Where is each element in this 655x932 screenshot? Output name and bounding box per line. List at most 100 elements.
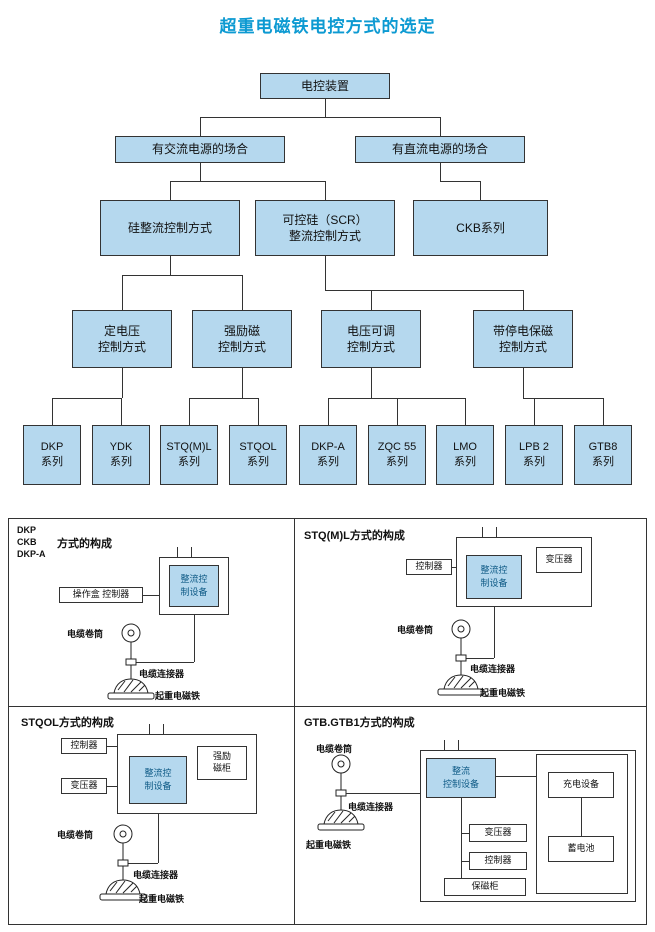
series-box-dkpa: DKP-A 系列: [299, 425, 357, 485]
connector-line: [328, 398, 465, 399]
panel-stqol-composition: STQOL方式的构成 整流控 制设备 强励 磁柜 控制器 变压器 电缆卷筒: [9, 706, 294, 926]
connector-line: [200, 117, 441, 118]
connector-line: [397, 398, 398, 425]
connector-line: [461, 658, 494, 659]
connector-line: [189, 398, 258, 399]
power-feed-line: [191, 547, 192, 557]
connector-line: [371, 290, 372, 310]
transformer-box: 变压器: [536, 547, 582, 573]
section-divider-vertical: [294, 519, 295, 924]
electromagnet-assembly-figure: [437, 619, 485, 696]
connector-line: [122, 368, 123, 398]
series-box-zqc55: ZQC 55 系列: [368, 425, 426, 485]
connector-line: [258, 398, 259, 425]
power-feed-line: [458, 740, 459, 750]
section-divider-horizontal: [9, 706, 646, 707]
magnet-label: 起重电磁铁: [480, 688, 526, 698]
charger-box: 充电设备: [548, 772, 614, 798]
rectifier-control-box: 整流控 制设备: [129, 756, 187, 804]
power-feed-line: [163, 724, 164, 734]
magnet-label: 起重电磁铁: [306, 840, 352, 850]
connector-line: [123, 863, 158, 864]
connector-line: [122, 275, 242, 276]
series-box-stqml: STQ(M)L 系列: [160, 425, 218, 485]
page-title: 超重电磁铁电控方式的选定: [219, 17, 436, 36]
connector-line: [325, 290, 523, 291]
power-feed-line: [496, 527, 497, 537]
connector-line: [200, 117, 201, 136]
connector-line: [200, 163, 201, 181]
rectifier-control-box: 整流控 制设备: [169, 565, 219, 607]
magnet-label: 起重电磁铁: [139, 894, 185, 904]
connector-line: [107, 786, 117, 787]
connector-line: [534, 398, 535, 425]
operator-controller-box: 操作盒 控制器: [59, 587, 143, 603]
series-box-stqol: STQOL 系列: [229, 425, 287, 485]
connector-line: [107, 746, 117, 747]
transformer-box: 变压器: [61, 778, 107, 794]
connector-line: [325, 99, 326, 117]
series-box-lpb2: LPB 2 系列: [505, 425, 563, 485]
connector-line: [122, 275, 123, 310]
cable-connector-label: 电缆连接器: [139, 669, 185, 679]
connector-line: [371, 368, 372, 398]
connector-line: [581, 798, 582, 836]
flow-node-dc-power: 有直流电源的场合: [355, 136, 525, 163]
connector-line: [465, 398, 466, 425]
connector-line: [494, 607, 495, 658]
panel1-title: 方式的构成: [57, 538, 112, 550]
flow-node-adjustable-voltage: 电压可调 控制方式: [321, 310, 421, 368]
connector-line: [328, 398, 329, 425]
cable-reel-label: 电缆卷筒: [67, 629, 104, 639]
connector-line: [121, 398, 122, 425]
flow-node-power-failure-retention: 带停电保磁 控制方式: [473, 310, 573, 368]
flow-node-ckb-series: CKB系列: [413, 200, 548, 256]
connector-line: [170, 181, 171, 200]
connector-line: [461, 798, 462, 878]
rectifier-control-box: 整流 控制设备: [426, 758, 496, 798]
connector-line: [158, 814, 159, 863]
power-feed-line: [444, 740, 445, 750]
series-box-lmo: LMO 系列: [436, 425, 494, 485]
connector-line: [189, 398, 190, 425]
connector-line: [194, 615, 195, 662]
connector-line: [523, 290, 524, 310]
cable-reel-label: 电缆卷筒: [57, 830, 94, 840]
connector-line: [346, 793, 420, 794]
panel2-title: STQ(M)L方式的构成: [304, 530, 405, 542]
composition-section: DKP CKB DKP-A 方式的构成 整流控 制设备 操作盒 控制器 电缆卷筒…: [8, 518, 647, 925]
panel-stqml-composition: STQ(M)L方式的构成 整流控 制设备 变压器 控制器 电缆卷筒 电缆连接器 …: [294, 519, 648, 706]
connector-line: [440, 163, 441, 181]
electromagnet-assembly-figure: [107, 623, 155, 700]
series-box-gtb8: GTB8 系列: [574, 425, 632, 485]
panel1-model-list: DKP CKB DKP-A: [17, 525, 46, 560]
excitation-cabinet-box: 强励 磁柜: [197, 746, 247, 780]
retention-cabinet-box: 保磁柜: [444, 878, 526, 896]
series-box-ydk: YDK 系列: [92, 425, 150, 485]
connector-line: [461, 833, 469, 834]
cable-connector-label: 电缆连接器: [348, 802, 394, 812]
flow-node-strong-excitation: 强励磁 控制方式: [192, 310, 292, 368]
connector-line: [170, 181, 325, 182]
panel-gtb-composition: GTB.GTB1方式的构成 电缆卷筒 电缆连接器 起重电磁铁 整流 控制设备 充…: [294, 706, 648, 926]
power-feed-line: [177, 547, 178, 557]
connector-line: [496, 776, 536, 777]
connector-line: [131, 662, 194, 663]
connector-line: [603, 398, 604, 425]
controller-box: 控制器: [469, 852, 527, 870]
connector-line: [440, 117, 441, 136]
connector-line: [325, 181, 326, 200]
flow-node-scr-rectifier: 可控硅（SCR） 整流控制方式: [255, 200, 395, 256]
connector-line: [52, 398, 122, 399]
cable-reel-label: 电缆卷筒: [316, 744, 353, 754]
power-feed-line: [149, 724, 150, 734]
connector-line: [325, 256, 326, 290]
electromagnet-assembly-figure: [99, 824, 147, 901]
connector-line: [461, 861, 469, 862]
cable-connector-label: 电缆连接器: [133, 870, 179, 880]
transformer-box: 变压器: [469, 824, 527, 842]
controller-box: 控制器: [406, 559, 452, 575]
magnet-label: 起重电磁铁: [155, 691, 201, 701]
connector-line: [242, 368, 243, 398]
